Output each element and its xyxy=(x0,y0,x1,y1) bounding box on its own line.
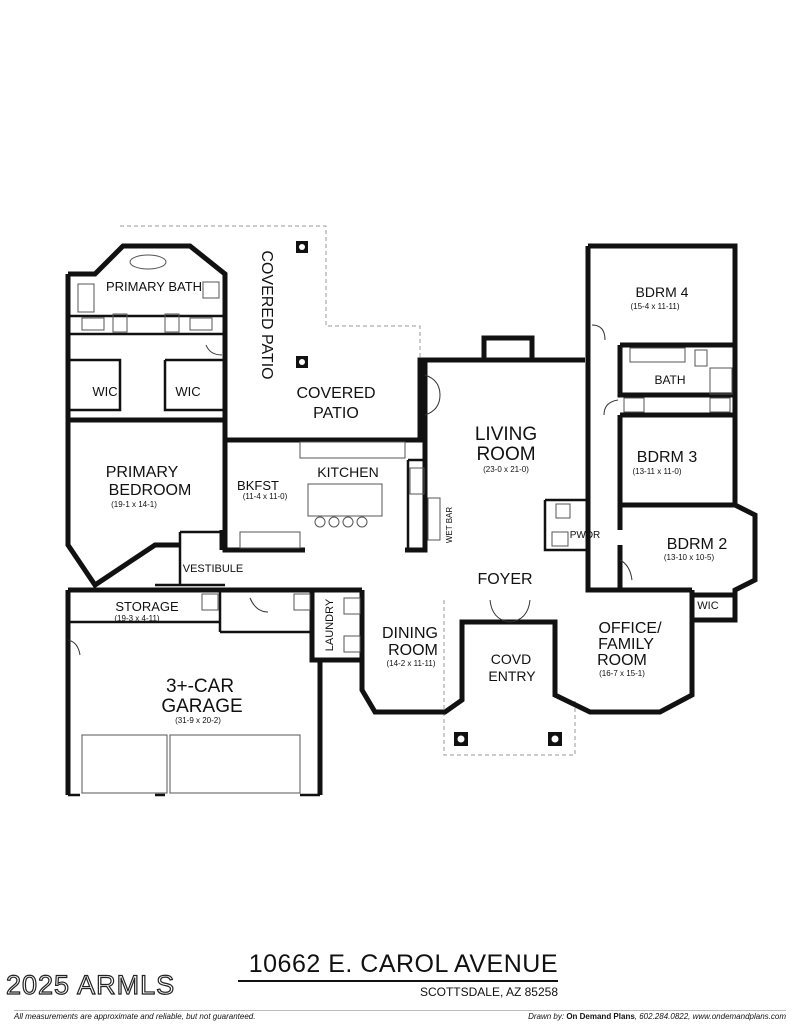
label-covd-entry-2: ENTRY xyxy=(488,668,536,684)
label-wic-right: WIC xyxy=(175,384,200,399)
label-storage-dim: (19-3 x 4-11) xyxy=(114,614,160,623)
doors xyxy=(67,324,633,656)
label-bkfst-dim: (11-4 x 11-0) xyxy=(243,492,288,501)
footer-rule xyxy=(14,1010,786,1011)
label-garage-dim: (31-9 x 20-2) xyxy=(175,716,221,725)
room-labels: PRIMARY BATH WIC WIC COVERED PATIO COVER… xyxy=(92,250,727,725)
label-covered-patio-1: COVERED xyxy=(296,385,375,402)
label-garage-1: 3+-CAR xyxy=(166,676,234,697)
label-vestibule: VESTIBULE xyxy=(183,563,244,575)
label-living-2: ROOM xyxy=(476,444,535,465)
label-living-1: LIVING xyxy=(475,424,537,445)
label-office-3: ROOM xyxy=(597,652,647,669)
label-foyer: FOYER xyxy=(477,571,532,588)
label-kitchen: KITCHEN xyxy=(317,464,378,480)
covered-patio-outline xyxy=(120,225,576,756)
label-laundry: LAUNDRY xyxy=(324,598,336,651)
label-wic-left: WIC xyxy=(92,384,117,399)
fixtures xyxy=(77,254,733,794)
label-dining-2: ROOM xyxy=(388,642,438,659)
label-bath: BATH xyxy=(654,373,685,387)
label-wic-bdrm2: WIC xyxy=(697,600,718,612)
footer-credits: Drawn by: On Demand Plans, 602.284.0822,… xyxy=(528,1012,786,1021)
label-garage-2: GARAGE xyxy=(161,696,242,717)
label-bkfst: BKFST xyxy=(237,478,279,493)
label-bdrm3: BDRM 3 xyxy=(637,449,698,466)
label-bdrm3-dim: (13-11 x 11-0) xyxy=(632,467,681,476)
label-wet-bar: WET BAR xyxy=(445,507,454,544)
label-dining-dim: (14-2 x 11-11) xyxy=(386,659,435,668)
label-pwdr: PWDR xyxy=(570,530,601,541)
drawn-by-label: Drawn by: xyxy=(528,1012,565,1021)
interior-walls xyxy=(68,314,738,663)
label-living-dim: (23-0 x 21-0) xyxy=(483,465,529,474)
label-office-2: FAMILY xyxy=(598,636,654,653)
property-city: SCOTTSDALE, AZ 85258 xyxy=(419,985,558,999)
label-storage: STORAGE xyxy=(115,599,179,614)
label-primary-bedroom-dim: (19-1 x 14-1) xyxy=(111,500,157,509)
label-primary-bedroom-1: PRIMARY xyxy=(106,464,179,481)
label-bdrm4-dim: (15-4 x 11-11) xyxy=(630,302,679,311)
label-office-1: OFFICE/ xyxy=(598,620,662,637)
watermark: 2025 ARMLS xyxy=(5,969,176,1000)
property-address: 10662 E. CAROL AVENUE xyxy=(238,950,558,982)
label-bdrm2: BDRM 2 xyxy=(667,536,728,553)
label-bdrm2-dim: (13-10 x 10-5) xyxy=(664,553,715,562)
label-covd-entry-1: COVD xyxy=(491,651,531,667)
drawn-by-company: On Demand Plans xyxy=(566,1012,635,1021)
drawn-by-contact: , 602.284.0822, www.ondemandplans.com xyxy=(634,1012,786,1021)
patio-posts xyxy=(296,241,562,746)
label-covered-patio-vertical: COVERED PATIO xyxy=(258,250,275,379)
label-office-dim: (16-7 x 15-1) xyxy=(599,669,645,678)
label-primary-bath-1: PRIMARY BATH xyxy=(106,279,202,294)
footer-disclaimer: All measurements are approximate and rel… xyxy=(14,1012,256,1021)
label-dining-1: DINING xyxy=(382,625,438,642)
label-covered-patio-2: PATIO xyxy=(313,405,359,422)
label-bdrm4: BDRM 4 xyxy=(636,284,689,300)
label-primary-bedroom-2: BEDROOM xyxy=(109,482,192,499)
